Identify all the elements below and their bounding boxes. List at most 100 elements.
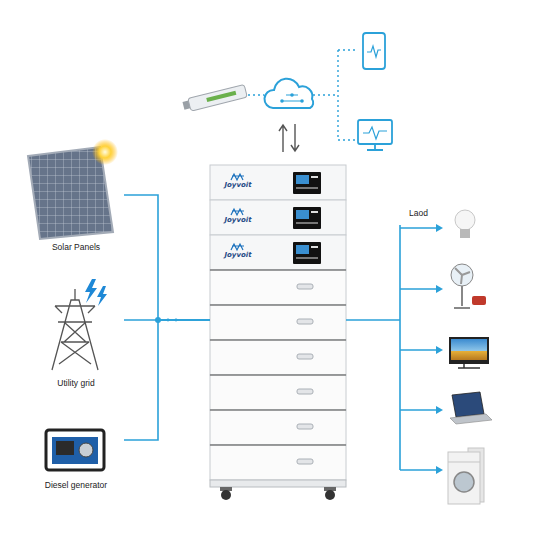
laptop-screen bbox=[452, 392, 484, 417]
display-button bbox=[311, 246, 318, 248]
caster-wheel bbox=[221, 490, 231, 500]
tv-stand bbox=[458, 364, 480, 368]
power-tower bbox=[52, 289, 98, 370]
cloud-dot bbox=[300, 99, 304, 103]
battery-indicator bbox=[297, 284, 313, 289]
plug-head bbox=[436, 346, 443, 354]
washing-machine bbox=[448, 452, 480, 504]
phone-icon bbox=[363, 33, 385, 69]
inverter-display bbox=[293, 242, 321, 264]
battery-indicator bbox=[297, 389, 313, 394]
load-bus bbox=[400, 225, 437, 470]
monitor-icon bbox=[358, 120, 392, 144]
display-screen bbox=[296, 175, 309, 184]
generator-engine bbox=[79, 443, 93, 457]
stack-base bbox=[210, 480, 346, 487]
monitor-graph bbox=[363, 127, 387, 139]
battery-module bbox=[210, 445, 346, 480]
plug-head bbox=[436, 285, 443, 293]
monitor-stand bbox=[367, 144, 383, 150]
display-leds bbox=[296, 222, 318, 224]
tv-frame bbox=[449, 337, 489, 364]
battery-indicator bbox=[297, 424, 313, 429]
power-line bbox=[346, 319, 400, 321]
phone-graph bbox=[367, 46, 381, 57]
battery-indicator bbox=[297, 354, 313, 359]
bulb-base bbox=[460, 229, 470, 238]
source-label: Diesel generator bbox=[28, 480, 124, 490]
inverter-module bbox=[210, 200, 346, 235]
battery-module bbox=[210, 410, 346, 445]
source-label: Utility grid bbox=[28, 378, 124, 388]
inverter-display bbox=[293, 207, 321, 229]
generator-frame bbox=[46, 430, 104, 470]
inverter-module bbox=[210, 235, 346, 270]
sun-glow bbox=[92, 139, 118, 165]
display-leds bbox=[296, 187, 318, 189]
power-line bbox=[124, 319, 210, 321]
battery-indicator bbox=[297, 319, 313, 324]
generator-body bbox=[52, 437, 98, 464]
cloud-icon bbox=[264, 79, 313, 108]
module-seam bbox=[210, 270, 346, 445]
logo-icon bbox=[231, 244, 244, 250]
download-arrow bbox=[291, 124, 299, 151]
light-bulb bbox=[455, 210, 475, 230]
battery-stack: JoyvoitJoyvoitJoyvoit bbox=[210, 165, 346, 483]
junction-dot bbox=[155, 317, 161, 323]
rice-cooker bbox=[472, 296, 486, 305]
generator-panel bbox=[56, 441, 74, 455]
plug-head bbox=[436, 466, 443, 474]
cloud-dot bbox=[280, 99, 284, 103]
energy-source: Utility grid bbox=[28, 283, 124, 388]
battery-module bbox=[210, 270, 346, 305]
logo-icon bbox=[231, 209, 244, 215]
power-line bbox=[124, 320, 210, 440]
brand-logo-text: Joyvoit bbox=[218, 181, 258, 189]
fan-blade bbox=[455, 268, 470, 284]
washer-panel bbox=[448, 462, 480, 463]
dongle-stripe bbox=[206, 91, 236, 102]
cloud-link bbox=[313, 50, 358, 140]
inverter-module bbox=[210, 165, 346, 200]
upload-arrow bbox=[279, 125, 287, 152]
source-label: Solar Panels bbox=[28, 242, 124, 252]
brand-logo-text: Joyvoit bbox=[218, 216, 258, 224]
wireless-link bbox=[248, 94, 264, 96]
caster-wheel bbox=[325, 490, 335, 500]
battery-module bbox=[210, 340, 346, 375]
battery-module bbox=[210, 305, 346, 340]
tv-screen bbox=[451, 339, 487, 360]
fan-head bbox=[451, 264, 473, 286]
display-screen bbox=[296, 210, 309, 219]
laptop-base bbox=[450, 414, 492, 424]
display-leds bbox=[296, 257, 318, 259]
display-button bbox=[311, 211, 318, 213]
lightning-bolt bbox=[97, 286, 107, 306]
inverter-display bbox=[293, 172, 321, 194]
lightning-bolt bbox=[85, 279, 97, 303]
fan-stand bbox=[454, 286, 470, 308]
energy-source: Diesel generator bbox=[28, 420, 124, 490]
plug-head bbox=[436, 224, 443, 232]
washer-door bbox=[454, 472, 474, 492]
energy-source: Solar Panels bbox=[28, 148, 124, 252]
power-line bbox=[124, 195, 210, 320]
plug-head bbox=[436, 406, 443, 414]
battery-module bbox=[210, 375, 346, 410]
junction-dot bbox=[167, 319, 170, 322]
junction-dot bbox=[175, 319, 178, 322]
load-group: Laod bbox=[400, 205, 548, 505]
display-screen bbox=[296, 245, 309, 254]
battery-indicator bbox=[297, 459, 313, 464]
dongle-body bbox=[188, 84, 247, 111]
group-heading: Laod bbox=[409, 208, 428, 218]
wifi-dongle bbox=[182, 84, 247, 112]
cloud-dot bbox=[290, 93, 294, 97]
brand-logo-text: Joyvoit bbox=[218, 251, 258, 259]
logo-icon bbox=[231, 174, 244, 180]
display-button bbox=[311, 176, 318, 178]
